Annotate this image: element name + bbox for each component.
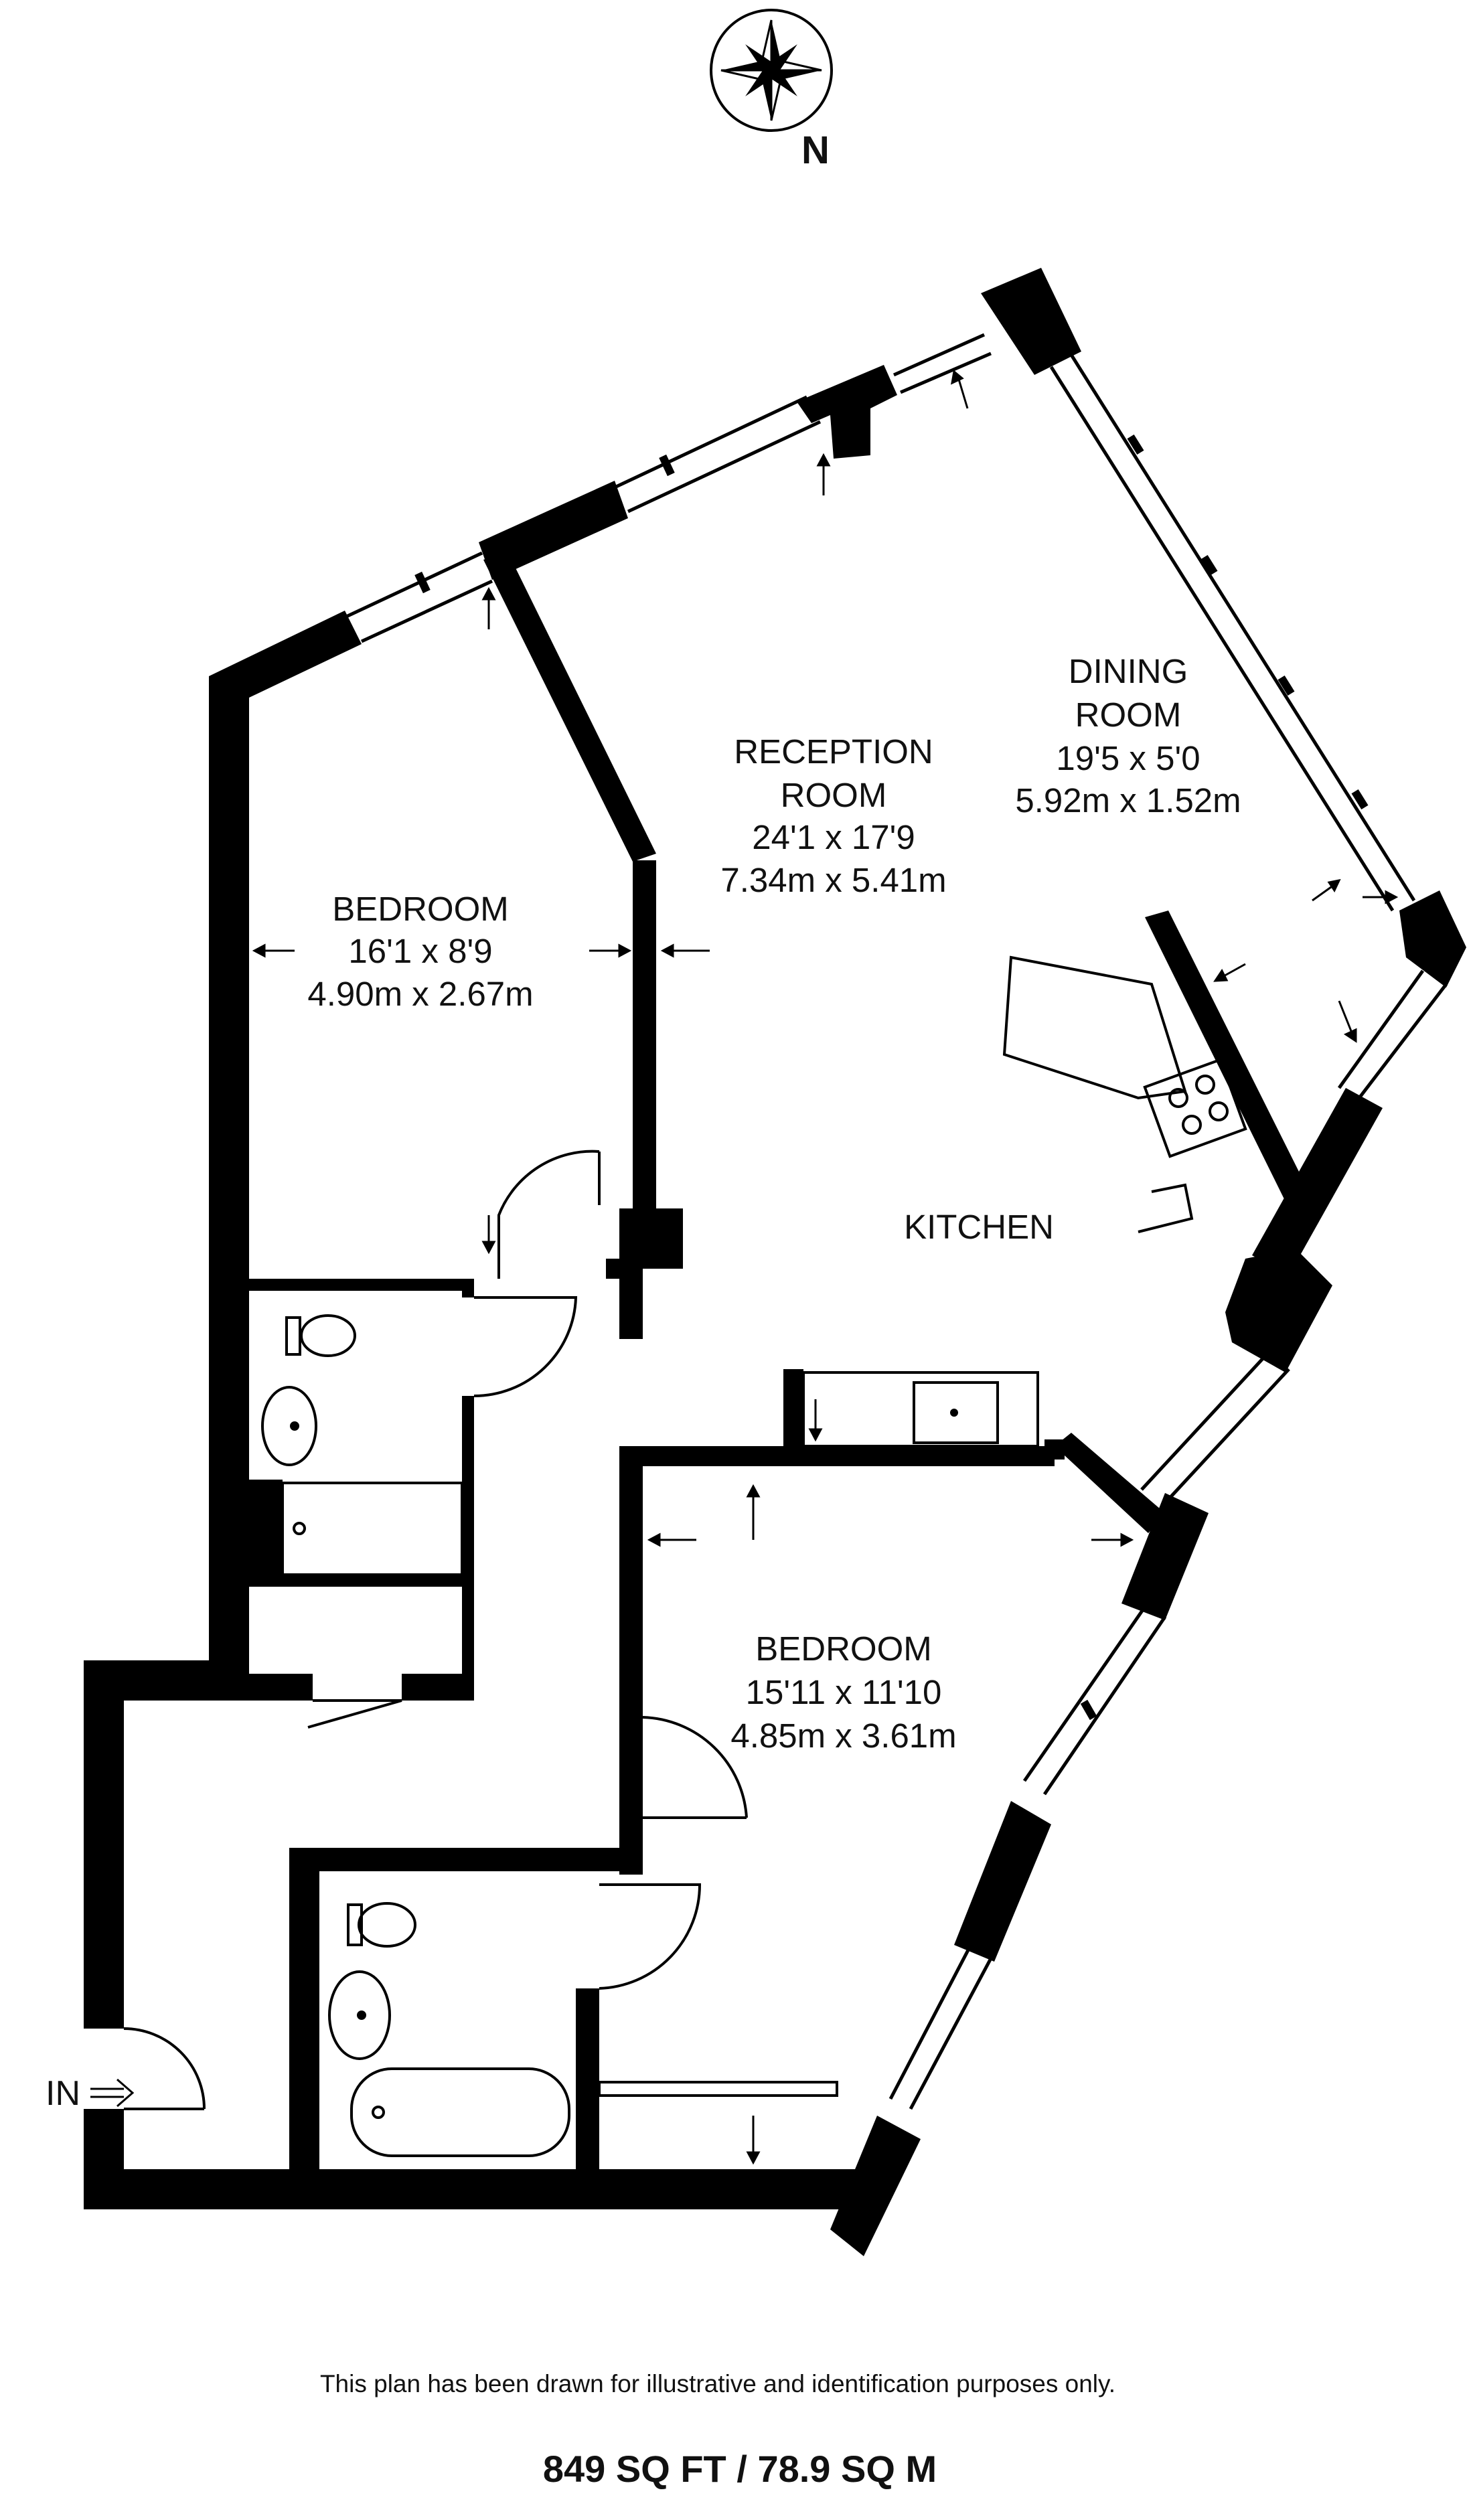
dining-name-1: DINING (1069, 652, 1188, 690)
room-label-bedroom-2: BEDROOM 15'11 x 11'10 4.85m x 3.61m (730, 1630, 956, 1755)
dining-name-2: ROOM (1075, 696, 1182, 734)
entrance-arrow-icon (90, 2078, 135, 2108)
dimension-markers (252, 370, 1399, 2165)
reception-name-1: RECEPTION (734, 732, 933, 771)
bedroom2-name: BEDROOM (755, 1630, 932, 1668)
kitchen-name: KITCHEN (904, 1208, 1054, 1246)
entrance-label: IN (46, 2074, 80, 2113)
toilet-icon (300, 1314, 356, 1357)
reception-metric: 7.34m x 5.41m (720, 861, 946, 899)
kitchen-sink-icon (913, 1381, 999, 1444)
bathroom1-fixtures (261, 1314, 463, 1576)
reception-name-2: ROOM (781, 776, 887, 814)
interior-walls (249, 552, 1309, 2209)
bathroom2-fixtures (328, 1902, 838, 2157)
hob-icon (1143, 1058, 1247, 1158)
washbasin-icon (261, 1386, 317, 1466)
doors (123, 1150, 748, 2110)
bedroom1-metric: 4.90m x 2.67m (307, 975, 533, 1013)
dining-metric: 5.92m x 1.52m (1015, 781, 1241, 819)
outer-walls (84, 268, 1466, 2256)
bedroom2-imperial: 15'11 x 11'10 (746, 1673, 942, 1711)
total-area: 849 SQ FT / 78.9 SQ M (543, 2448, 937, 2490)
compass-rose-icon (710, 9, 833, 132)
bedroom1-name: BEDROOM (332, 890, 509, 928)
bathtub-icon (350, 2067, 570, 2157)
shower-icon (281, 1482, 463, 1576)
room-label-bedroom-1: BEDROOM 16'1 x 8'9 4.90m x 2.67m (307, 890, 533, 1013)
disclaimer-text: This plan has been drawn for illustrativ… (320, 2370, 1115, 2397)
bedroom2-metric: 4.85m x 3.61m (730, 1717, 956, 1755)
reception-imperial: 24'1 x 17'9 (752, 818, 915, 856)
dining-imperial: 19'5 x 5'0 (1056, 739, 1200, 777)
toilet-icon (358, 1902, 416, 1948)
room-label-reception: RECEPTION ROOM 24'1 x 17'9 7.34m x 5.41m (720, 732, 946, 899)
washbasin-icon (328, 1970, 391, 2060)
room-label-kitchen: KITCHEN (904, 1208, 1054, 1246)
bedroom1-imperial: 16'1 x 8'9 (348, 932, 492, 970)
kitchen-fixtures (802, 955, 1247, 1447)
wardrobe (598, 2081, 838, 2097)
north-label: N (801, 129, 830, 172)
room-label-dining: DINING ROOM 19'5 x 5'0 5.92m x 1.52m (1015, 652, 1241, 819)
